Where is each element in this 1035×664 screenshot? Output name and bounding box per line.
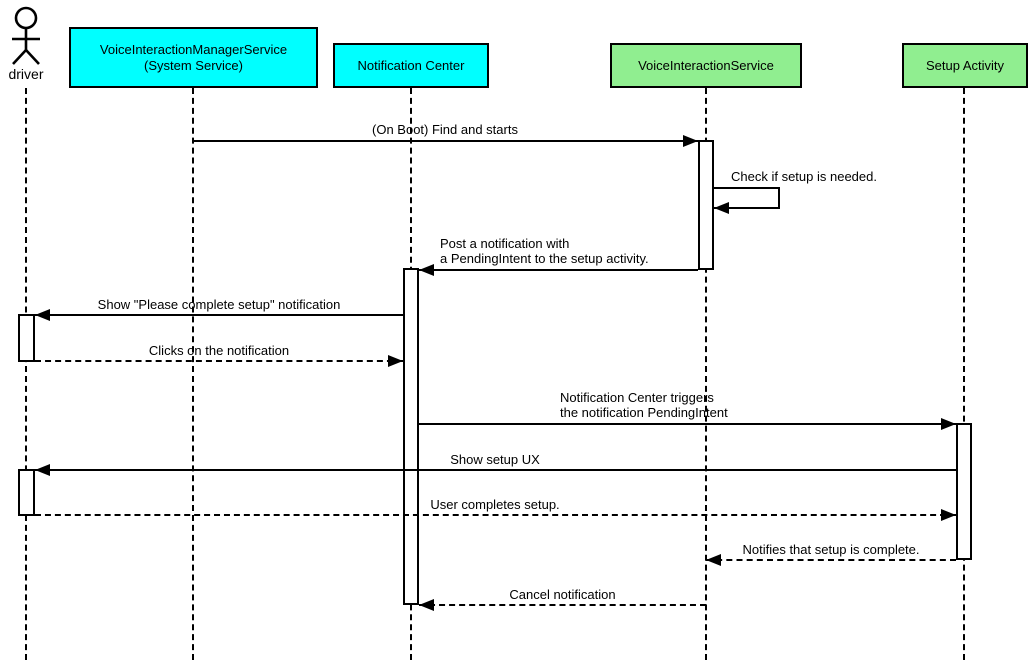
message-line-on-boot-find-and-starts [193, 140, 698, 142]
activation-bar-notification-center [403, 268, 419, 605]
message-line-post-notification [419, 269, 698, 271]
arrowhead-right-icon [941, 418, 956, 430]
arrowhead-left-icon [419, 599, 434, 611]
message-line-clicks-notification [35, 360, 403, 362]
message-label: (On Boot) Find and starts [372, 122, 518, 137]
lifeline-voiceinteractionmanagerservice [192, 88, 194, 660]
message-label: Cancel notification [509, 587, 616, 602]
participant-label: Notification Center [357, 57, 465, 73]
message-line-check-setup-side [778, 187, 780, 209]
lifeline-voiceinteractionservice [705, 88, 707, 660]
arrowhead-left-icon [419, 264, 434, 276]
arrowhead-right-icon [388, 355, 403, 367]
participant-notification-center: Notification Center [333, 43, 489, 88]
activation-bar-voiceinteractionservice [698, 140, 714, 270]
participant-voiceinteractionmanagerservice: VoiceInteractionManagerService (System S… [69, 27, 318, 88]
participant-label: VoiceInteractionManagerService [99, 41, 288, 57]
participant-label: (System Service) [144, 57, 243, 73]
message-label: Notifies that setup is complete. [742, 542, 920, 557]
activation-bar-driver-2 [18, 469, 35, 516]
participant-label: Setup Activity [925, 57, 1005, 73]
activation-bar-setup-activity [956, 423, 972, 560]
arrowhead-left-icon [35, 464, 50, 476]
message-line-triggers-pendingintent [419, 423, 956, 425]
lifeline-setup-activity [963, 88, 965, 660]
actor-label: driver [8, 66, 44, 82]
person-icon [12, 6, 40, 65]
participant-label: VoiceInteractionService [638, 57, 774, 73]
message-line-cancel-notification [419, 604, 706, 606]
message-label: Clicks on the notification [148, 343, 290, 358]
message-line-user-completes-setup [35, 514, 956, 516]
message-label: Show setup UX [450, 452, 540, 467]
message-line-show-setup-ux [35, 469, 956, 471]
arrowhead-right-icon [683, 135, 698, 147]
message-line-notifies-setup-complete [706, 559, 956, 561]
arrowhead-left-icon [35, 309, 50, 321]
activation-bar-driver-1 [18, 314, 35, 362]
message-line-check-setup-top [714, 187, 780, 189]
message-line-check-setup-bottom [714, 207, 780, 209]
participant-voiceinteractionservice: VoiceInteractionService [610, 43, 802, 88]
lifeline-driver [25, 88, 27, 660]
arrowhead-left-icon [706, 554, 721, 566]
arrowhead-right-icon [941, 509, 956, 521]
message-line-show-setup-notification [35, 314, 403, 316]
message-label: Check if setup is needed. [731, 169, 877, 184]
message-label: Show "Please complete setup" notificatio… [97, 297, 341, 312]
arrowhead-left-icon [714, 202, 729, 214]
participant-setup-activity: Setup Activity [902, 43, 1028, 88]
message-label: User completes setup. [430, 497, 560, 512]
